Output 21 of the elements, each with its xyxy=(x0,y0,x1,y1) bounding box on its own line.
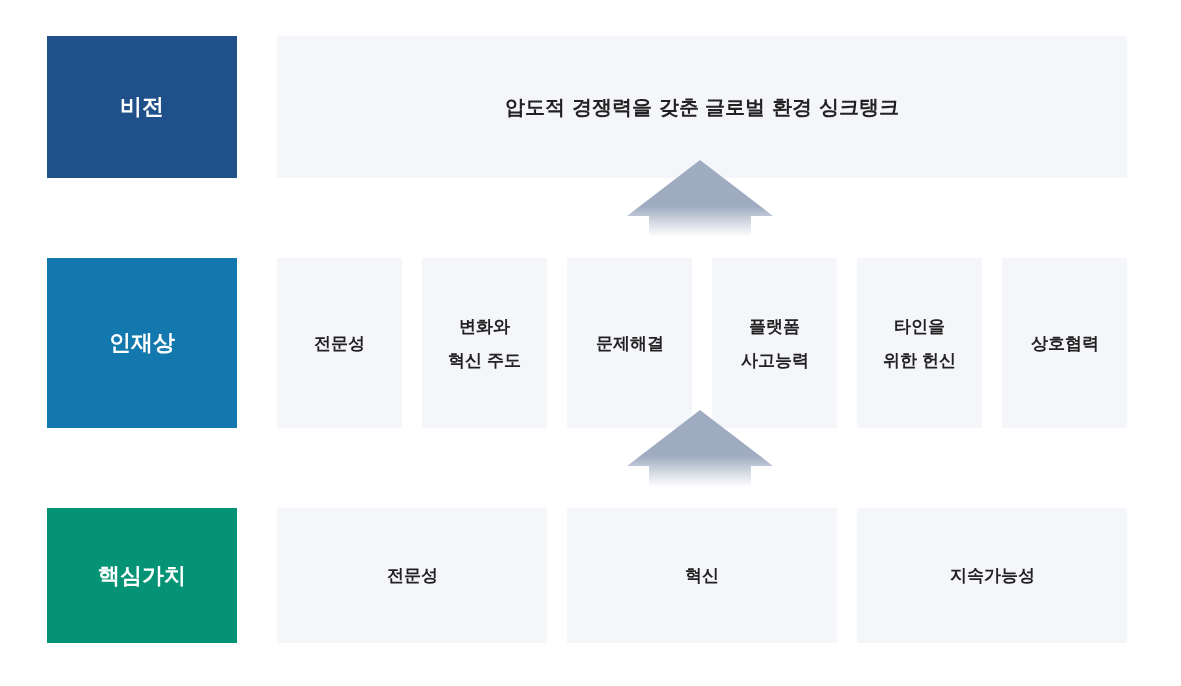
upward-arrow xyxy=(627,160,773,237)
category-header-box xyxy=(47,36,237,178)
talent-trait-label: 전문성 xyxy=(314,332,365,355)
talent-trait-label: 플랫폼 사고능력 xyxy=(739,315,810,372)
category-label: 인재상 xyxy=(109,329,175,357)
talent-trait-box xyxy=(567,258,692,428)
talent-trait-label: 변화와 혁신 주도 xyxy=(446,315,523,372)
talent-trait-label: 문제해결 xyxy=(595,332,664,355)
category-label: 핵심가치 xyxy=(98,561,186,590)
core-value-label: 전문성 xyxy=(386,564,438,587)
upward-arrow xyxy=(627,410,773,487)
talent-trait-label: 타인을 위한 헌신 xyxy=(881,315,958,372)
category-header-box xyxy=(47,508,237,643)
category-header-box xyxy=(47,258,237,428)
core-value-label: 혁신 xyxy=(685,564,719,587)
vision-statement-box xyxy=(277,36,1127,178)
vision-statement: 압도적 경쟁력을 갖춘 글로벌 환경 싱크탱크 xyxy=(504,93,900,121)
core-value-label: 지속가능성 xyxy=(949,564,1035,587)
talent-trait-label: 상호협력 xyxy=(1030,332,1099,355)
talent-trait-box xyxy=(712,258,837,428)
category-label: 비전 xyxy=(120,93,164,121)
